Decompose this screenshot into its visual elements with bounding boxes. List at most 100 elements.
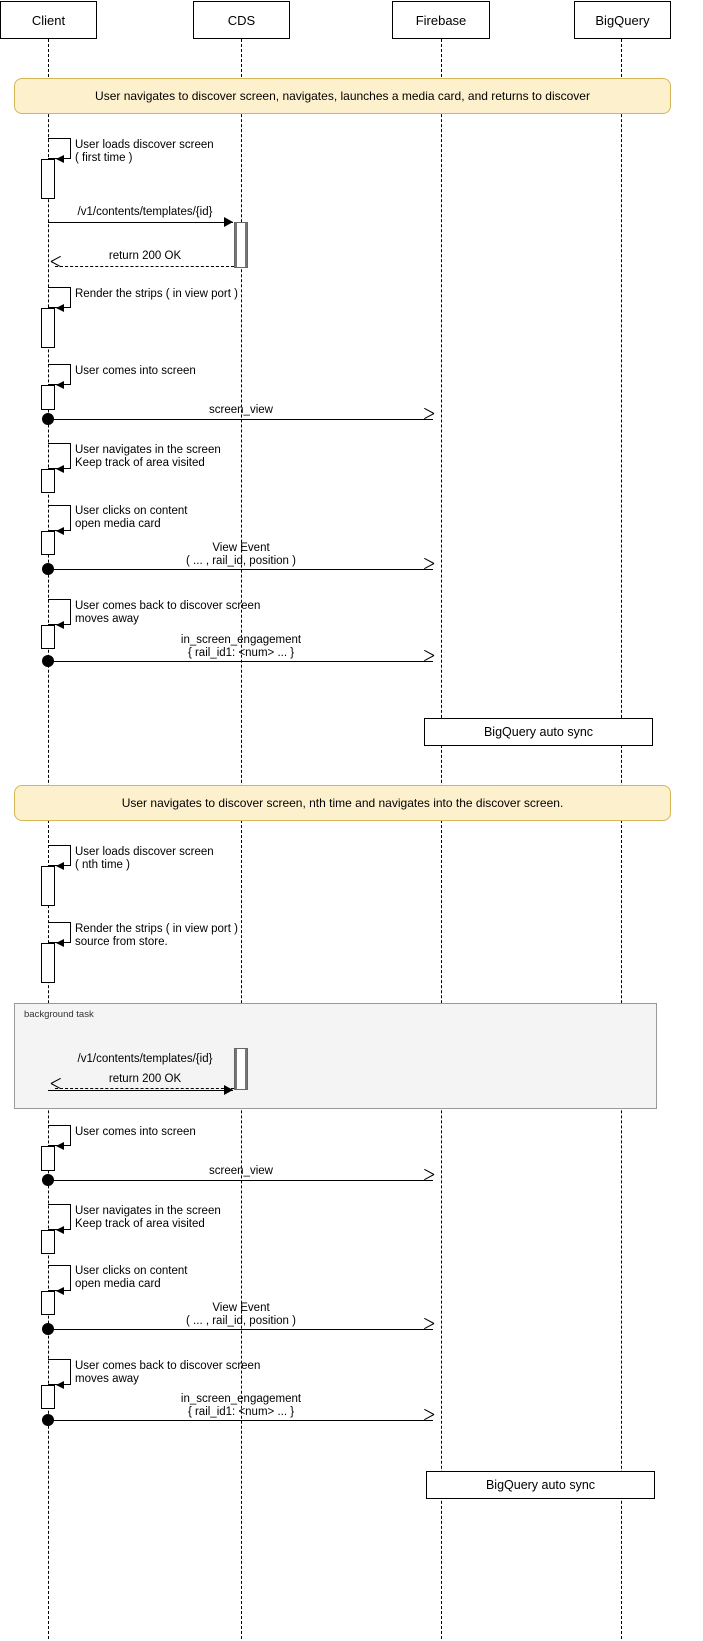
self-call-m21-label-line1: User comes back to discover screen xyxy=(75,1360,261,1372)
event-m20-arrowhead xyxy=(423,1323,434,1334)
self-call-m12-arrowhead xyxy=(56,862,64,870)
message-m15-line xyxy=(55,1088,234,1089)
event-m6-arrowhead xyxy=(423,413,434,424)
event-m6-line xyxy=(48,419,433,420)
self-call-m8-arrowhead xyxy=(56,527,64,535)
self-call-m18-arrowhead xyxy=(56,1226,64,1234)
event-m22-arrowhead xyxy=(423,1414,434,1425)
self-call-m12-label-line1: User loads discover screen xyxy=(75,846,214,858)
event-m22-label-line1: in_screen_engagement xyxy=(180,1393,302,1405)
section-note-1-label: User navigates to discover screen, navig… xyxy=(95,89,590,103)
self-call-m7-label-line1: User navigates in the screen xyxy=(75,444,221,456)
self-call-m13-arrowhead xyxy=(56,939,64,947)
event-m17-line xyxy=(48,1180,433,1181)
event-m11-line xyxy=(48,661,433,662)
participant-client-label: Client xyxy=(31,12,66,28)
self-call-m18-label-line2: Keep track of area visited xyxy=(75,1218,205,1230)
bigquery-auto-sync-box-2[interactable]: BigQuery auto sync xyxy=(426,1471,655,1499)
message-m15-label: return 200 OK xyxy=(108,1073,182,1085)
participant-firebase-label: Firebase xyxy=(415,12,467,28)
section-note-2-label: User navigates to discover screen, nth t… xyxy=(121,796,564,810)
message-m14-label: /v1/contents/templates/{id} xyxy=(77,1053,213,1065)
activation-m12 xyxy=(41,866,55,906)
event-m22-label-line2: { rail_id1: <num> ... } xyxy=(187,1406,295,1418)
activation-m10 xyxy=(41,625,55,649)
self-call-m5-arrowhead xyxy=(56,381,64,389)
self-call-m7-arrowhead xyxy=(56,465,64,473)
event-m6-label: screen_view xyxy=(209,404,273,416)
event-m9-line xyxy=(48,569,433,570)
lifeline-firebase xyxy=(441,39,442,1639)
activation-cds-1 xyxy=(234,222,248,268)
participant-firebase[interactable]: Firebase xyxy=(392,1,490,39)
self-call-m4-arrowhead xyxy=(56,304,64,312)
event-m22-line xyxy=(48,1420,433,1421)
participant-bigquery[interactable]: BigQuery xyxy=(574,1,671,39)
message-m3-line xyxy=(55,266,234,267)
self-call-m8-label-line1: User clicks on content xyxy=(75,505,188,517)
lifeline-cds xyxy=(241,39,242,1639)
event-m17-label: screen_view xyxy=(209,1165,273,1177)
self-call-m5-label: User comes into screen xyxy=(75,365,196,377)
self-call-m21-label-line2: moves away xyxy=(75,1373,139,1385)
self-call-m13-label-line2: source from store. xyxy=(75,936,168,948)
message-m14-line xyxy=(48,1090,233,1091)
self-call-m19-arrowhead xyxy=(56,1287,64,1295)
lifeline-client xyxy=(48,39,49,1639)
activation-m16 xyxy=(41,1146,55,1171)
activation-m13 xyxy=(41,943,55,983)
lifeline-bigquery xyxy=(621,39,622,1639)
self-call-m1-arrowhead xyxy=(56,155,64,163)
self-call-m21-arrowhead xyxy=(56,1381,64,1389)
bigquery-auto-sync-box-2-label: BigQuery auto sync xyxy=(485,1478,596,1492)
event-m11-label-line1: in_screen_engagement xyxy=(180,634,302,646)
self-call-m10-label-line2: moves away xyxy=(75,613,139,625)
bigquery-auto-sync-box-1[interactable]: BigQuery auto sync xyxy=(424,718,653,746)
self-call-m1-label-line2: ( first time ) xyxy=(75,152,133,164)
self-call-m13-label-line1: Render the strips ( in view port ) xyxy=(75,923,238,935)
event-m9-label-line1: View Event xyxy=(212,542,270,554)
self-call-m10-label-line1: User comes back to discover screen xyxy=(75,600,261,612)
participant-bigquery-label: BigQuery xyxy=(595,12,650,28)
message-m2-label: /v1/contents/templates/{id} xyxy=(77,206,213,218)
activation-m4 xyxy=(41,308,55,348)
self-call-m19-label-line2: open media card xyxy=(75,1278,161,1290)
self-call-m12-label-line2: ( nth time ) xyxy=(75,859,130,871)
self-call-m18-label-line1: User navigates in the screen xyxy=(75,1205,221,1217)
self-call-m16-arrowhead xyxy=(56,1142,64,1150)
event-m9-label-line2: ( ... , rail_id, position ) xyxy=(186,555,296,567)
activation-m8 xyxy=(41,531,55,555)
activation-m18 xyxy=(41,1230,55,1254)
bigquery-auto-sync-box-1-label: BigQuery auto sync xyxy=(483,725,594,739)
message-m15-arrowhead xyxy=(51,1083,62,1094)
self-call-m7-label-line2: Keep track of area visited xyxy=(75,457,205,469)
event-m20-label-line2: ( ... , rail_id, position ) xyxy=(186,1315,296,1327)
event-m20-label-line1: View Event xyxy=(212,1302,270,1314)
self-call-m10-arrowhead xyxy=(56,621,64,629)
participant-cds[interactable]: CDS xyxy=(193,1,290,39)
activation-m7 xyxy=(41,469,55,493)
fragment-background-task-label: background task xyxy=(24,1009,94,1020)
self-call-m1-label-line1: User loads discover screen xyxy=(75,139,214,151)
message-m3-arrowhead xyxy=(51,261,62,272)
participant-cds-label: CDS xyxy=(227,12,256,28)
section-note-2: User navigates to discover screen, nth t… xyxy=(14,785,671,821)
fragment-background-task xyxy=(14,1003,657,1109)
event-m20-line xyxy=(48,1329,433,1330)
activation-m1 xyxy=(41,159,55,199)
message-m2-line xyxy=(48,222,233,223)
event-m9-arrowhead xyxy=(423,563,434,574)
event-m11-label-line2: { rail_id1: <num> ... } xyxy=(187,647,295,659)
activation-m5 xyxy=(41,385,55,410)
activation-m21 xyxy=(41,1385,55,1409)
activation-cds-2 xyxy=(234,1048,248,1090)
participant-client[interactable]: Client xyxy=(0,1,97,39)
self-call-m16-label: User comes into screen xyxy=(75,1126,196,1138)
event-m11-arrowhead xyxy=(423,655,434,666)
self-call-m19-label-line1: User clicks on content xyxy=(75,1265,188,1277)
section-note-1: User navigates to discover screen, navig… xyxy=(14,78,671,114)
message-m2-arrowhead xyxy=(224,217,233,227)
message-m3-label: return 200 OK xyxy=(108,250,182,262)
message-m14-arrowhead xyxy=(224,1085,233,1095)
